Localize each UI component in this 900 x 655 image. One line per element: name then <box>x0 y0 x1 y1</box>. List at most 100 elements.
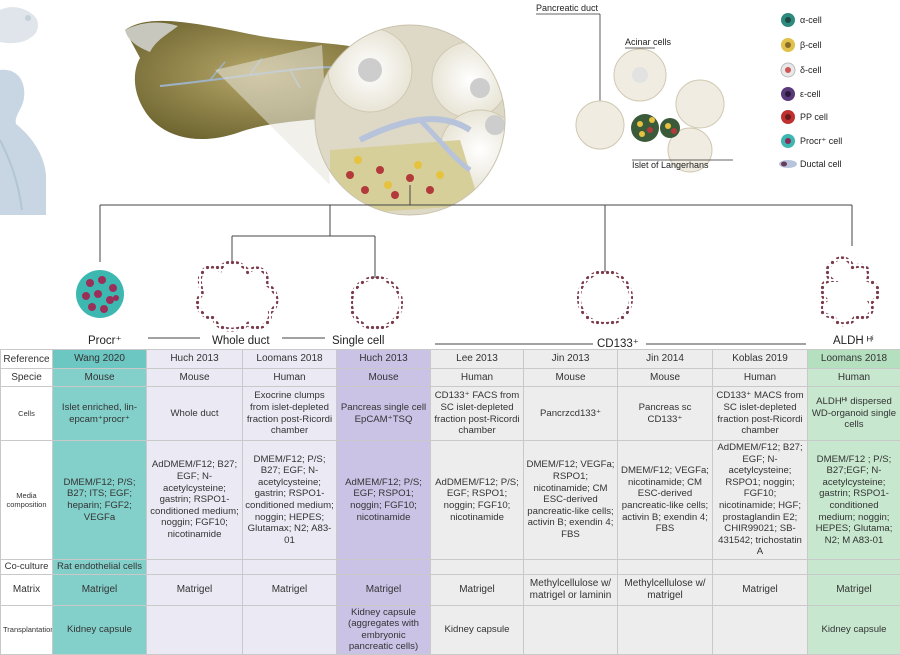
legend-item-pp: PP cell <box>781 110 828 124</box>
cell-cells: CD133⁺ FACS from SC islet-depleted fract… <box>431 387 524 441</box>
acinar-zoom-circle <box>315 25 520 215</box>
pancreatic-duct-label: Pancreatic duct <box>536 3 599 13</box>
cell-transplantation: Kidney capsule (aggregates with embryoni… <box>337 605 431 654</box>
legend-item-procr: Procr⁺ cell <box>781 134 842 148</box>
group-label-aldh: ALDH ᴴⁱ <box>833 334 874 347</box>
cell-specie: Human <box>431 369 524 387</box>
cell-cells: Pancreas single cell EpCAM⁺TSQ <box>337 387 431 441</box>
cell-media: DMEM/F12; P/S; B27; EGF; N-acetylcystein… <box>243 441 337 560</box>
procr-organoid-icon <box>76 270 124 318</box>
row-header-matrix: Matrix <box>1 574 53 605</box>
cell-matrix: Matrigel <box>713 574 808 605</box>
cell-coculture <box>713 559 808 574</box>
transplantation-row: Transplantation Kidney capsule Kidney ca… <box>1 605 900 654</box>
cell-cells: Exocrine clumps from islet-depleted frac… <box>243 387 337 441</box>
cell-reference: Huch 2013 <box>337 350 431 369</box>
cell-coculture <box>524 559 618 574</box>
cell-specie: Human <box>713 369 808 387</box>
cell-transplantation <box>618 605 713 654</box>
cell-coculture <box>243 559 337 574</box>
specie-row: Specie Mouse Mouse Human Mouse Human Mou… <box>1 369 900 387</box>
whole-duct-organoid-icon <box>198 263 276 330</box>
cell-reference: Loomans 2018 <box>243 350 337 369</box>
cell-cells: Whole duct <box>147 387 243 441</box>
cell-matrix: Methylcellulose w/ matrigel <box>618 574 713 605</box>
cell-matrix: Matrigel <box>147 574 243 605</box>
cell-specie: Mouse <box>147 369 243 387</box>
cell-matrix: Matrigel <box>337 574 431 605</box>
cell-coculture <box>337 559 431 574</box>
cell-matrix: Matrigel <box>53 574 147 605</box>
svg-text:β-cell: β-cell <box>800 40 822 50</box>
cell-cells: Pancreas sc CD133⁺ <box>618 387 713 441</box>
cell-transplantation <box>713 605 808 654</box>
row-header-specie: Specie <box>1 369 53 387</box>
cell-specie: Human <box>808 369 900 387</box>
svg-text:PP cell: PP cell <box>800 112 828 122</box>
cell-media: DMEM/F12; P/S; B27; ITS; EGF; heparin; F… <box>53 441 147 560</box>
cell-cells: ALDHᴴⁱ dispersed WD-organoid single cell… <box>808 387 900 441</box>
cell-reference: Huch 2013 <box>147 350 243 369</box>
cell-specie: Mouse <box>618 369 713 387</box>
svg-text:Procr⁺ cell: Procr⁺ cell <box>800 136 842 146</box>
legend-item-delta: δ-cell <box>781 63 822 77</box>
cell-media: AdDMEM/F12; P/S; EGF; RSPO1; noggin; FGF… <box>431 441 524 560</box>
cell-coculture <box>808 559 900 574</box>
cell-transplantation <box>243 605 337 654</box>
group-labels: Procr⁺ Whole duct Single cell CD133⁺ ALD… <box>88 334 874 350</box>
matrix-row: Matrix Matrigel Matrigel Matrigel Matrig… <box>1 574 900 605</box>
organoid-protocol-table: Reference Wang 2020 Huch 2013 Loomans 20… <box>0 349 900 655</box>
cell-transplantation: Kidney capsule <box>53 605 147 654</box>
acinar-cells-label: Acinar cells <box>625 37 672 47</box>
row-header-cells: Cells <box>1 387 53 441</box>
reference-row: Reference Wang 2020 Huch 2013 Loomans 20… <box>1 350 900 369</box>
cell-coculture <box>618 559 713 574</box>
cell-coculture <box>147 559 243 574</box>
cell-matrix: Matrigel <box>243 574 337 605</box>
cell-specie: Mouse <box>337 369 431 387</box>
cell-media: DMEM/F12 ; P/S; B27;EGF; N-acetylcystein… <box>808 441 900 560</box>
legend-item-epsilon: ε-cell <box>781 87 821 101</box>
cell-media: AdMEM/F12; P/S; EGF; RSPO1; noggin; FGF1… <box>337 441 431 560</box>
svg-text:Ductal cell: Ductal cell <box>800 159 842 169</box>
aldh-organoid-icon <box>821 258 878 324</box>
mouse-silhouette-icon <box>0 7 38 43</box>
cell-matrix: Matrigel <box>808 574 900 605</box>
cell-media: AdDMEM/F12; B27; EGF; N-acetylcysteine; … <box>147 441 243 560</box>
cell-reference: Wang 2020 <box>53 350 147 369</box>
row-header-transplantation: Transplantation <box>1 605 53 654</box>
coculture-row: Co-culture Rat endothelial cells <box>1 559 900 574</box>
group-label-whole-duct: Whole duct <box>212 335 270 347</box>
cell-specie: Mouse <box>524 369 618 387</box>
islet-illustration: Pancreatic duct Acinar cells Islet of La… <box>536 3 733 172</box>
cell-cells: CD133⁺ MACS from SC islet-depleted fract… <box>713 387 808 441</box>
cell-transplantation: Kidney capsule <box>431 605 524 654</box>
cells-row: Cells Islet enriched, lin-epcam⁺procr⁺ W… <box>1 387 900 441</box>
cell-coculture: Rat endothelial cells <box>53 559 147 574</box>
legend-item-alpha: α-cell <box>781 13 822 27</box>
cell-cells: Islet enriched, lin-epcam⁺procr⁺ <box>53 387 147 441</box>
group-label-procr: Procr⁺ <box>88 335 122 347</box>
connector-lines <box>100 185 852 278</box>
row-header-coculture: Co-culture <box>1 559 53 574</box>
row-header-reference: Reference <box>1 350 53 369</box>
cell-media: DMEM/F12; VEGFa; RSPO1; nicotinamide; CM… <box>524 441 618 560</box>
cell-transplantation <box>524 605 618 654</box>
cell-cells: Pancrzcd133⁺ <box>524 387 618 441</box>
cell-media: DMEM/F12; VEGFa; nicotinamide; CM ESC-de… <box>618 441 713 560</box>
cd133-organoid-icon <box>579 272 631 324</box>
cell-specie: Human <box>243 369 337 387</box>
legend-item-ductal: Ductal cell <box>779 159 842 169</box>
media-row: Media composition DMEM/F12; P/S; B27; IT… <box>1 441 900 560</box>
cell-reference: Jin 2013 <box>524 350 618 369</box>
cell-media: AdDMEM/F12; B27; EGF; N-acetylcysteine; … <box>713 441 808 560</box>
cell-coculture <box>431 559 524 574</box>
cell-reference: Lee 2013 <box>431 350 524 369</box>
cell-reference: Loomans 2018 <box>808 350 900 369</box>
svg-text:δ-cell: δ-cell <box>800 65 822 75</box>
group-label-single-cell: Single cell <box>332 335 384 347</box>
cell-matrix: Matrigel <box>431 574 524 605</box>
svg-text:ε-cell: ε-cell <box>800 89 821 99</box>
cell-transplantation: Kidney capsule <box>808 605 900 654</box>
row-header-media: Media composition <box>1 441 53 560</box>
